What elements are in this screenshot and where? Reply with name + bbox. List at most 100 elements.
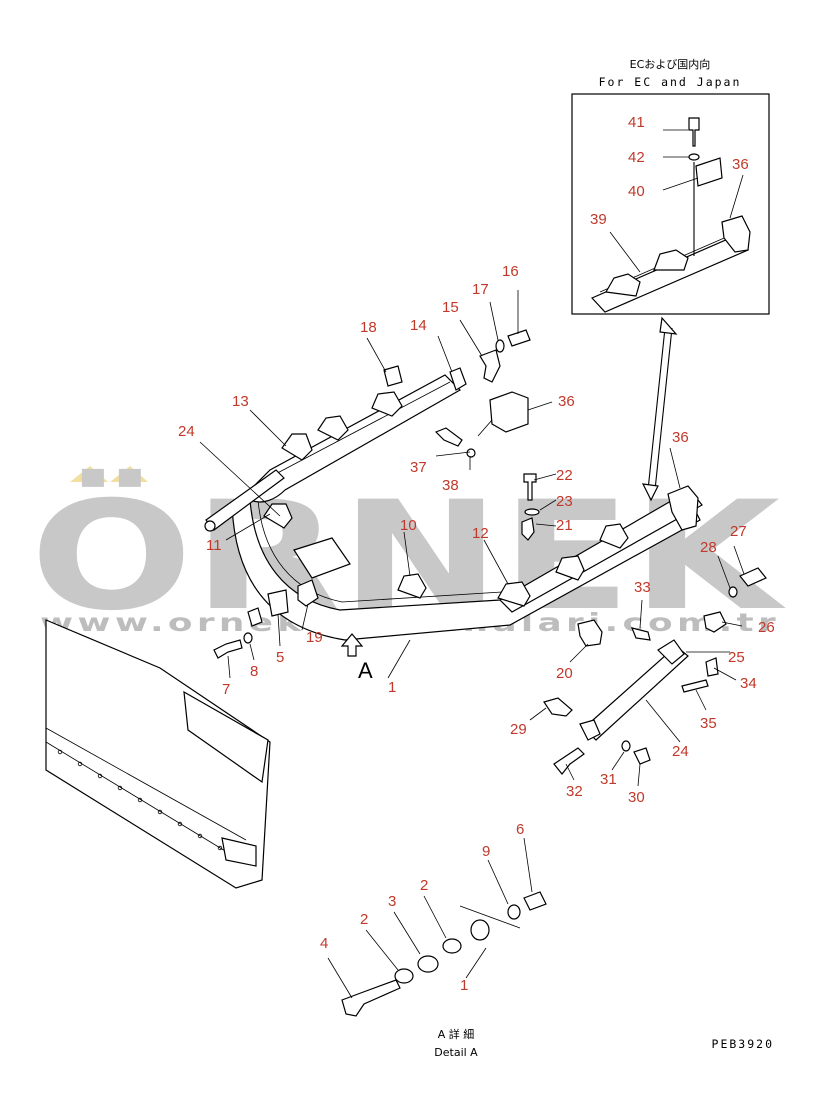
callout-36-inset: 36 bbox=[732, 156, 749, 173]
bolt-16 bbox=[507, 329, 531, 347]
callout-36-right: 36 bbox=[672, 429, 689, 446]
bolt-37 bbox=[434, 427, 463, 447]
washer-9 bbox=[507, 904, 521, 920]
callout-38: 38 bbox=[442, 477, 459, 494]
bracket-25 bbox=[657, 639, 685, 665]
callout-14: 14 bbox=[410, 317, 427, 334]
callout-8: 8 bbox=[250, 663, 258, 680]
mount-11 bbox=[263, 503, 293, 529]
callout-6: 6 bbox=[516, 821, 524, 838]
callout-40: 40 bbox=[628, 183, 645, 200]
clamp-26 bbox=[703, 611, 727, 633]
detail-caption-en: Detail A bbox=[434, 1046, 478, 1059]
block-18 bbox=[383, 365, 403, 387]
pin-35 bbox=[681, 679, 709, 693]
ring-1 bbox=[470, 919, 490, 941]
callout-36-upper: 36 bbox=[558, 393, 575, 410]
callout-1-detail: 1 bbox=[460, 977, 468, 994]
inset-title-en: For EC and Japan bbox=[599, 75, 742, 89]
callout-20: 20 bbox=[556, 665, 573, 682]
bushing-3 bbox=[417, 955, 439, 973]
callout-28: 28 bbox=[700, 539, 717, 556]
drawing-code: PEB3920 bbox=[712, 1037, 774, 1051]
leader-lines bbox=[199, 290, 745, 999]
inset-beam bbox=[590, 235, 750, 313]
callout-37: 37 bbox=[410, 459, 427, 476]
callout-10: 10 bbox=[400, 517, 417, 534]
mount-12 bbox=[497, 581, 531, 607]
nut-20 bbox=[577, 619, 603, 647]
pin-33 bbox=[631, 627, 651, 641]
mount-upper-b bbox=[371, 391, 403, 417]
callout-21: 21 bbox=[556, 517, 573, 534]
nut-30 bbox=[633, 747, 651, 765]
callout-24-upper: 24 bbox=[178, 423, 195, 440]
detail-a-marker: A bbox=[340, 633, 373, 683]
callout-34: 34 bbox=[740, 675, 757, 692]
callout-4: 4 bbox=[320, 935, 328, 952]
link-arrow bbox=[641, 316, 678, 502]
main-frame-assembly bbox=[204, 329, 703, 659]
captions: A 詳 細 Detail A PEB3920 bbox=[434, 1027, 774, 1059]
callout-26: 26 bbox=[758, 619, 775, 636]
inset-ec-japan: ECおよび国内向 For EC and Japan bbox=[571, 57, 770, 315]
callout-11: 11 bbox=[206, 537, 222, 554]
callout-41: 41 bbox=[628, 114, 645, 131]
callout-42: 42 bbox=[628, 149, 645, 166]
clamp-small bbox=[247, 607, 263, 627]
detail-a-parts bbox=[341, 891, 547, 1017]
brace-assembly-right bbox=[543, 567, 767, 775]
clip-19 bbox=[297, 579, 319, 607]
blade bbox=[45, 619, 271, 889]
callout-2-a: 2 bbox=[360, 911, 368, 928]
pin-5 bbox=[267, 589, 289, 617]
u-frame bbox=[231, 499, 701, 641]
callout-33: 33 bbox=[634, 579, 651, 596]
washer-38 bbox=[466, 448, 476, 458]
end-29 bbox=[579, 719, 601, 741]
inset-plate bbox=[695, 157, 723, 187]
callout-25: 25 bbox=[728, 649, 745, 666]
callout-7: 7 bbox=[222, 681, 230, 698]
end-bracket-right bbox=[667, 485, 699, 531]
callout-16: 16 bbox=[502, 263, 519, 280]
callout-19: 19 bbox=[306, 629, 323, 646]
callout-35: 35 bbox=[700, 715, 717, 732]
inset-end-bracket bbox=[721, 215, 751, 253]
callout-30: 30 bbox=[628, 789, 645, 806]
callout-29: 29 bbox=[510, 721, 527, 738]
inset-frame bbox=[571, 93, 770, 315]
mount-mid bbox=[555, 555, 585, 581]
callout-27: 27 bbox=[730, 523, 747, 540]
callout-31: 31 bbox=[600, 771, 617, 788]
washer-31 bbox=[621, 740, 631, 752]
bolt-22 bbox=[523, 473, 537, 501]
callout-22: 22 bbox=[556, 467, 573, 484]
eyebolt-32 bbox=[553, 747, 585, 775]
callout-12: 12 bbox=[472, 525, 489, 542]
inset-title-jp: ECおよび国内向 bbox=[630, 57, 711, 71]
bushing-2a bbox=[394, 968, 414, 984]
callout-23: 23 bbox=[556, 493, 573, 510]
bracket-36-upper bbox=[489, 391, 529, 433]
mount-right bbox=[599, 523, 629, 549]
inset-mount-a bbox=[605, 273, 641, 297]
detail-a-marker-letter: A bbox=[358, 658, 373, 683]
callout-18: 18 bbox=[360, 319, 377, 336]
callout-39: 39 bbox=[590, 211, 607, 228]
mount-10 bbox=[397, 573, 427, 599]
washer-28 bbox=[728, 586, 738, 598]
clamp-15 bbox=[479, 349, 501, 383]
callout-2-b: 2 bbox=[420, 877, 428, 894]
callout-13: 13 bbox=[232, 393, 249, 410]
detail-caption-jp: A 詳 細 bbox=[438, 1027, 475, 1041]
bracket-14 bbox=[449, 367, 467, 391]
pin-4 bbox=[341, 979, 401, 1017]
mount-13 bbox=[281, 433, 313, 461]
watermark-accent-left bbox=[70, 466, 108, 482]
callout-24-lower: 24 bbox=[672, 743, 689, 760]
inset-bolt bbox=[688, 117, 700, 147]
fitting-21 bbox=[521, 517, 535, 541]
callout-3: 3 bbox=[388, 893, 396, 910]
